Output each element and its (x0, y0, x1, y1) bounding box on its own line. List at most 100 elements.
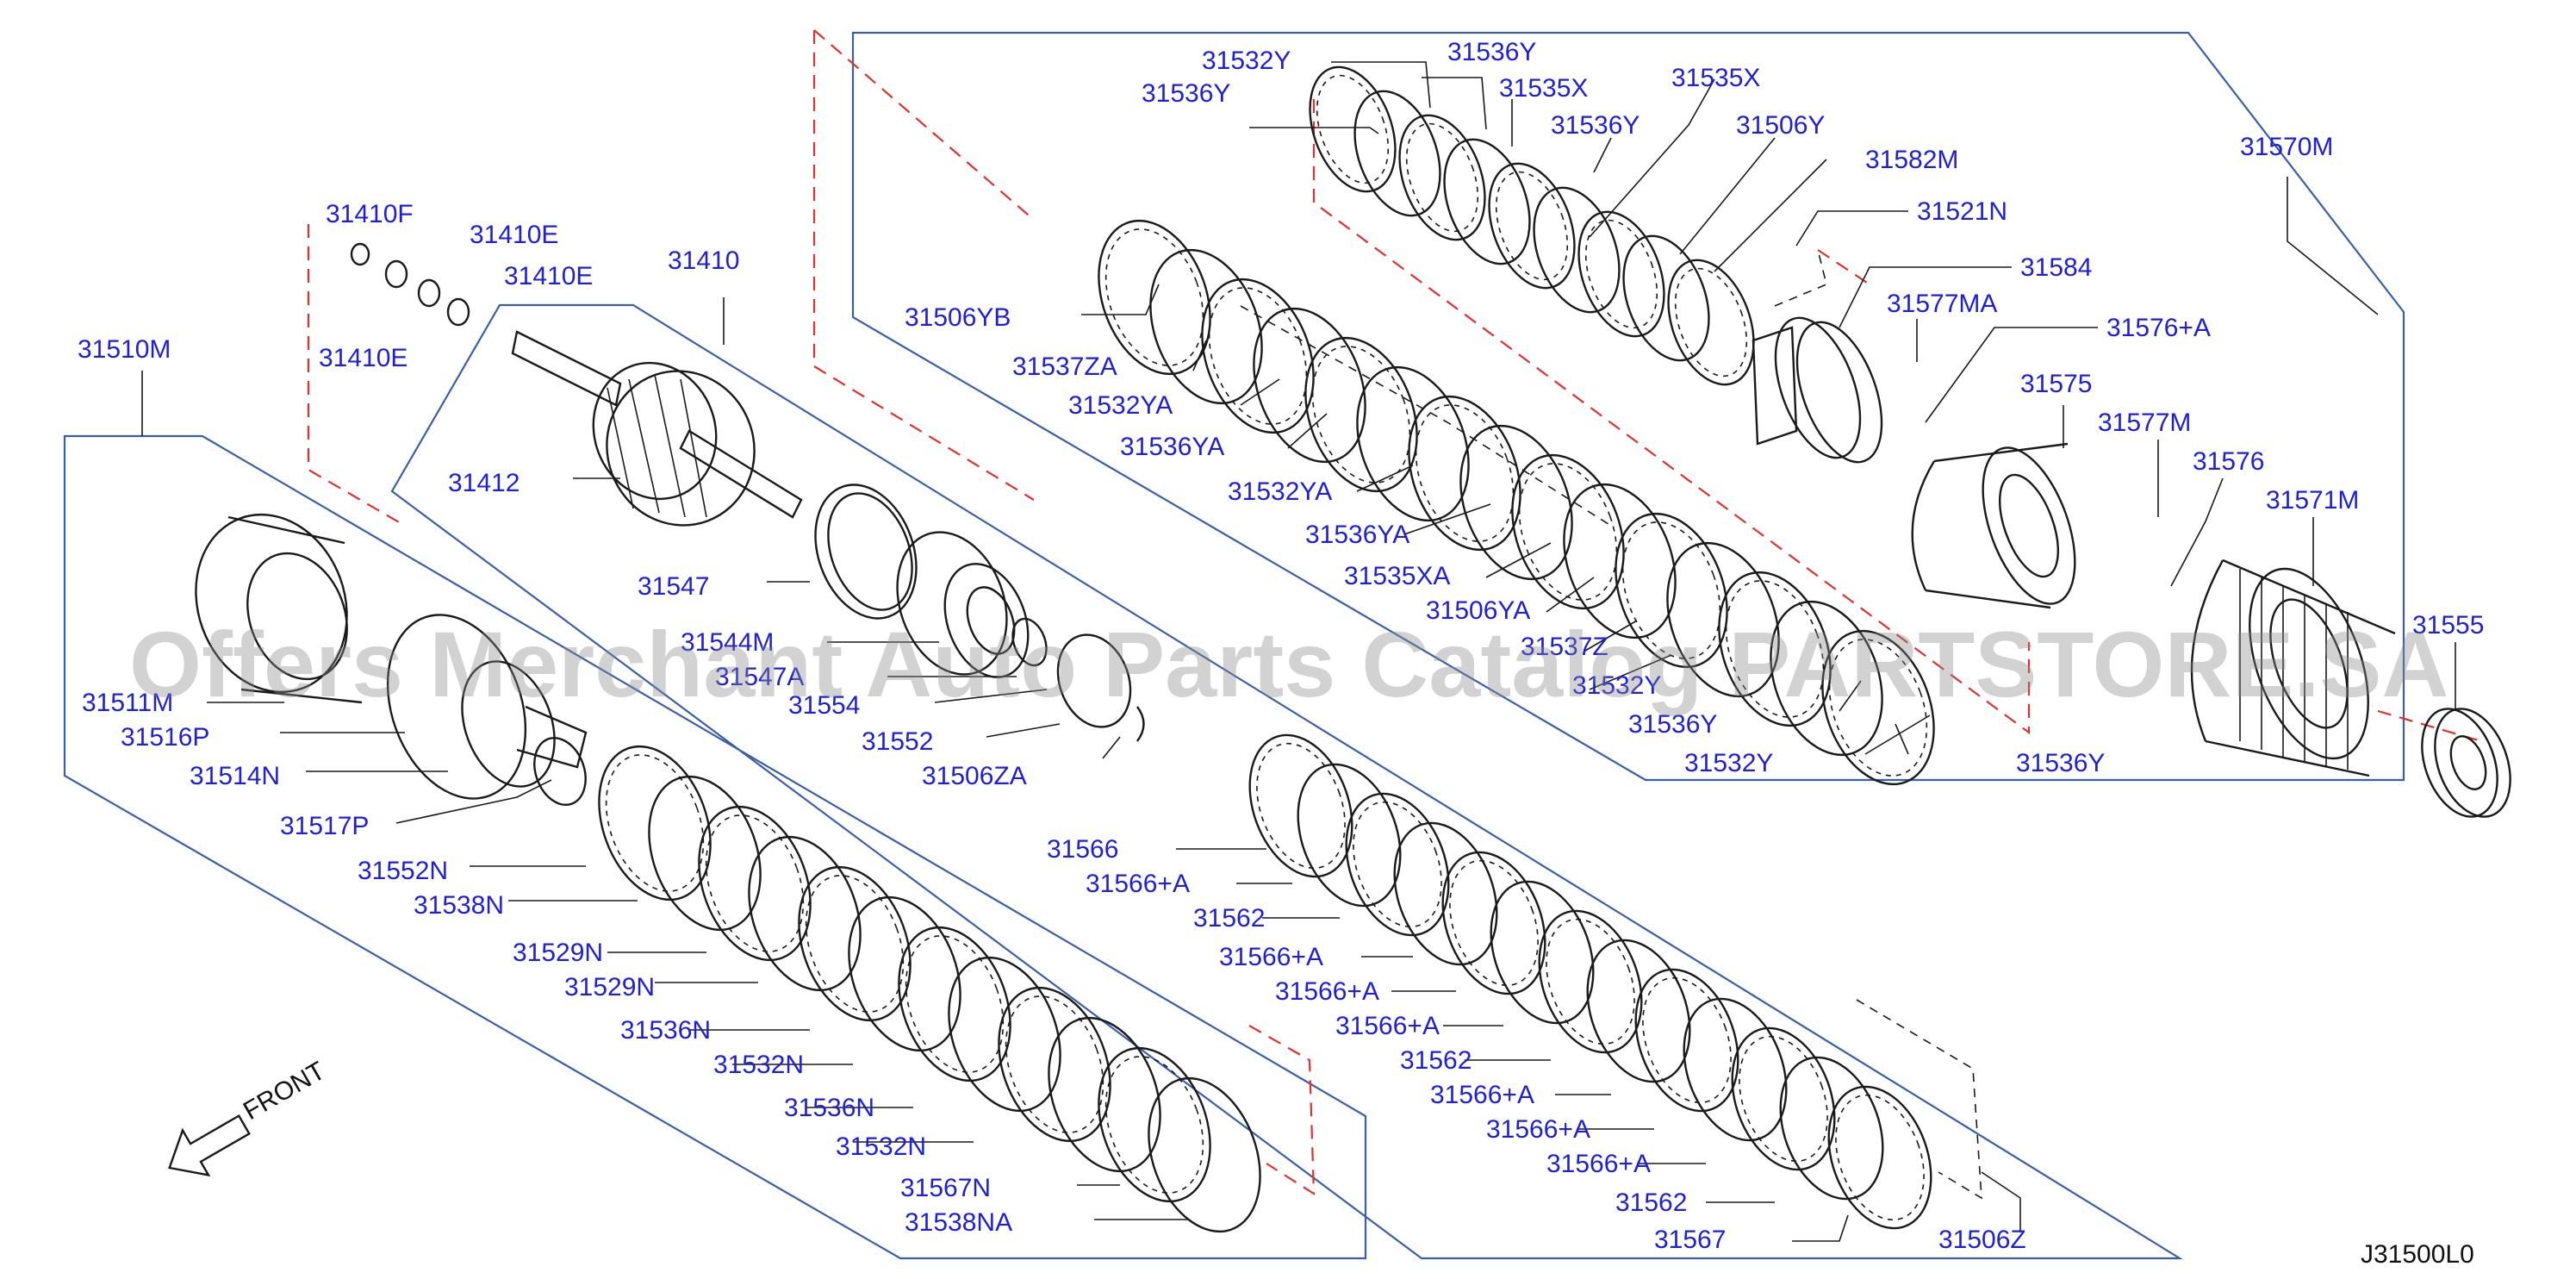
drum-31511m (195, 513, 363, 704)
part-label: 31536Y (1447, 38, 1536, 66)
part-label: 31562 (1400, 1046, 1472, 1075)
steel-plate (1297, 763, 1402, 908)
plate-teeth (1739, 1035, 1828, 1163)
part-label: 31544M (681, 628, 774, 657)
part-label: 31537ZA (1012, 353, 1117, 381)
part-label: 31582M (1865, 146, 1958, 174)
part-label: 31511M (82, 689, 173, 717)
friction-plate (1538, 909, 1643, 1054)
plate-teeth (905, 935, 1005, 1073)
plate-teeth (1405, 122, 1479, 233)
plate-teeth (1495, 171, 1569, 281)
friction-plate (698, 805, 812, 962)
friction-plate (998, 986, 1111, 1143)
shaft-31412 (511, 330, 803, 527)
part-label: 31410E (504, 262, 593, 290)
part-label: 31412 (448, 469, 520, 497)
drum-31514n (386, 614, 588, 806)
plate-teeth (1415, 404, 1515, 542)
part-label: 31567 (1654, 1226, 1726, 1254)
part-label: 31532Y (1684, 749, 1773, 777)
part-label: 31506YA (1426, 596, 1530, 625)
plate-teeth (1725, 580, 1825, 718)
part-label: 31514N (190, 762, 280, 790)
steel-plate (1779, 1056, 1884, 1201)
part-label: 31566+A (1086, 870, 1190, 898)
part-label: 31576+A (2106, 314, 2211, 342)
part-label: 31532YA (1228, 477, 1332, 506)
parts (195, 66, 2511, 1233)
part-label: 31532Y (1202, 47, 1291, 75)
plate-teeth (1449, 859, 1539, 987)
part-label: 31555 (2412, 611, 2484, 640)
steel-plate (848, 895, 961, 1052)
friction-plate (898, 926, 1011, 1082)
friction-plate (1248, 733, 1353, 878)
friction-plate (1731, 1026, 1836, 1171)
dashed-boundary-31566-pack (1856, 999, 1982, 1200)
part-label: 31566+A (1430, 1081, 1534, 1109)
steel-plate (1586, 939, 1691, 1083)
plate-teeth (1642, 976, 1732, 1104)
part-label: 31536N (620, 1016, 711, 1045)
part-label: 31577M (2098, 409, 2191, 437)
plate-teeth (605, 754, 705, 892)
friction-plate (1441, 851, 1546, 995)
assembly-frames (63, 29, 2482, 1260)
part-label: 31566+A (1546, 1150, 1651, 1178)
plate-teeth (1005, 995, 1104, 1133)
part-label: 31538NA (905, 1208, 1012, 1237)
part-label: 31536Y (1628, 710, 1717, 739)
plate-teeth (1828, 639, 1928, 777)
part-label: 31532Y (1572, 671, 1661, 700)
plate-teeth (805, 875, 905, 1013)
plate-teeth (1104, 1056, 1204, 1194)
part-label: 31577MA (1887, 290, 1997, 318)
steel-plate (1353, 90, 1441, 217)
part-label: 31529N (513, 939, 603, 967)
steel-plate (648, 775, 762, 932)
friction-plate (1345, 792, 1450, 937)
upper-clutch-pack (1098, 66, 1935, 786)
plate-teeth (1835, 1094, 1925, 1221)
part-label: 31517P (280, 812, 369, 840)
part-label: 31410F (326, 200, 414, 228)
part-label: 31536Y (1142, 79, 1230, 108)
part-label: 31566+A (1335, 1012, 1440, 1040)
part-label: 31506Y (1736, 111, 1825, 140)
part-label: 31567N (900, 1174, 991, 1202)
part-label: 31506ZA (922, 762, 1027, 790)
friction-plate (1577, 210, 1665, 338)
steel-plate (948, 956, 1061, 1113)
part-label: 31562 (1615, 1189, 1687, 1217)
arrow-icon (168, 1114, 251, 1177)
part-label: 31529N (564, 973, 655, 1001)
plate-teeth (1208, 287, 1308, 425)
friction-plate (1718, 571, 1832, 727)
dashed-boundary-upper-pack (1312, 99, 2031, 735)
part-label: 31566+A (1219, 943, 1323, 971)
steel-plate (1148, 1076, 1261, 1233)
friction-plate (1667, 259, 1755, 386)
plate-teeth (1584, 219, 1658, 329)
steel-plate (1253, 307, 1366, 464)
friction-plate (1408, 395, 1521, 552)
part-label: 31535X (1499, 74, 1588, 103)
steel-plate (1048, 1016, 1161, 1173)
front-indicator: FRONT (168, 1057, 330, 1177)
steel-plate (1443, 138, 1531, 265)
friction-plate (1309, 66, 1397, 193)
plate-teeth (1316, 74, 1390, 184)
dashed-boundary-31410 (307, 224, 406, 527)
watermark-text: Offers Merchant Auto Parts Catalog PARTS… (129, 612, 2448, 716)
part-label: 31536Y (1551, 111, 1640, 140)
frame-31570m (851, 31, 2405, 782)
part-label: 31566 (1047, 835, 1118, 864)
part-label: 31571M (2266, 486, 2359, 515)
part-label: 31516P (121, 723, 209, 752)
part-label: 31536Y (2016, 749, 2105, 777)
part-label: 31575 (2020, 370, 2092, 398)
o-rings-31410 (350, 242, 470, 327)
part-label: 31566+A (1275, 977, 1379, 1006)
